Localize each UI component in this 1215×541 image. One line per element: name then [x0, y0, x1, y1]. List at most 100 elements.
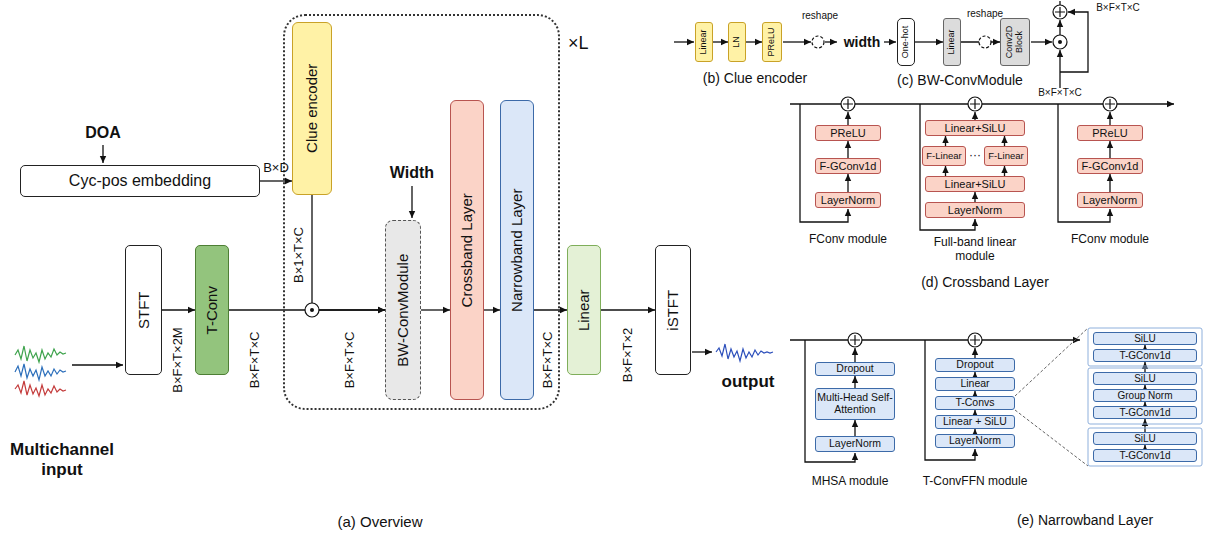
text-label: B×F×T×2M — [171, 327, 186, 392]
box-label: LayerNorm — [821, 194, 875, 206]
box-label: F-GConv1d — [1082, 160, 1139, 172]
layer-box: Linear + SiLU — [935, 415, 1015, 429]
arrow — [674, 41, 694, 42]
arrow — [825, 41, 837, 42]
module-box: BW-ConvModule — [385, 220, 421, 400]
box-label: Linear — [960, 378, 989, 390]
arrow — [783, 41, 811, 42]
connector — [484, 309, 500, 310]
text-label: FConv module — [809, 233, 887, 247]
text-label: (d) Crossband Layer — [921, 274, 1049, 290]
layer-box: LayerNorm — [815, 192, 881, 208]
waveform — [15, 364, 66, 380]
text-label: Full-band linear module — [920, 236, 1030, 264]
box-label: LayerNorm — [948, 204, 1002, 216]
box-label: Linear+SiLU — [945, 178, 1006, 190]
layer-box: Dropout — [815, 362, 895, 376]
box-label: Group Norm — [1117, 390, 1172, 401]
box-label: F-GConv1d — [820, 160, 877, 172]
text-label: reshape — [967, 8, 1003, 20]
text-label: B×F×T×C — [248, 332, 263, 389]
layer-box: LayerNorm — [935, 434, 1015, 448]
box-label: STFT — [135, 248, 152, 372]
box-label: Linear — [699, 25, 709, 59]
layer-box: PReLU — [762, 22, 782, 62]
box-label: LayerNorm — [1083, 194, 1137, 206]
text-label: output — [722, 372, 775, 392]
connector — [713, 41, 728, 42]
arrow — [692, 351, 712, 352]
box-label: T-GConv1d — [1119, 450, 1170, 461]
layer-box: PReLU — [815, 125, 881, 141]
text-label: B×D — [263, 161, 289, 176]
layer-box: F-GConv1d — [1077, 158, 1143, 174]
text-label: (b) Clue encoder — [703, 70, 807, 86]
box-label: Linear + SiLU — [943, 416, 1007, 428]
text-label: FConv module — [1071, 233, 1149, 247]
linear-box: Linear — [567, 245, 601, 375]
connector — [312, 195, 385, 310]
box-label: F-Linear — [988, 151, 1023, 161]
layer-box: Crossband Layer — [450, 100, 484, 400]
group-frame — [1088, 328, 1202, 366]
connector — [162, 309, 195, 310]
waveform — [15, 346, 66, 362]
box-label: Dropout — [836, 363, 873, 375]
layer-box: LayerNorm — [815, 436, 895, 452]
arrow — [974, 112, 975, 120]
arrow — [847, 112, 848, 125]
layer-box: T-GConv1d — [1093, 449, 1197, 462]
arrow — [1059, 50, 1060, 88]
box-label: F-Linear — [926, 151, 961, 161]
connector — [945, 166, 946, 176]
layer-box: T-GConv1d — [1093, 349, 1197, 362]
layer-box: Multi-Head Self-Attention — [815, 388, 895, 420]
box-label: Cyc-pos embedding — [69, 172, 211, 190]
text-label: B×F×T×C — [1038, 87, 1082, 99]
connector — [534, 309, 567, 310]
box-label: LayerNorm — [949, 435, 1001, 447]
layer-box: Group Norm — [1093, 389, 1197, 402]
text-label: B×F×T×2 — [621, 328, 636, 383]
layer-box: Narrowband Layer — [500, 100, 534, 400]
text-label: ··· — [969, 149, 981, 163]
box-label: LN — [732, 25, 742, 59]
box-label: Linear+SiLU — [945, 122, 1006, 134]
arrow — [884, 41, 896, 42]
connector — [1109, 141, 1110, 158]
connector — [1144, 419, 1145, 432]
text-label: B×F×T×C — [1096, 2, 1140, 14]
process-box: iSTFT — [655, 245, 691, 375]
layer-box: SiLU — [1093, 372, 1197, 385]
connector — [974, 192, 975, 202]
text-label: B×F×T×C — [343, 332, 358, 389]
leader-line — [1015, 328, 1088, 466]
arrow — [1059, 20, 1060, 35]
arrow — [854, 348, 855, 362]
layer-box: Linear — [935, 377, 1015, 391]
box-label: LayerNorm — [829, 438, 881, 450]
layer-box: F-GConv1d — [815, 158, 881, 174]
multiply-dot — [1058, 40, 1062, 44]
text-label: (e) Narrowband Layer — [1017, 512, 1153, 528]
arrow — [974, 348, 975, 358]
box-label: Multi-Head Self-Attention — [817, 392, 893, 415]
layer-box: T-GConv1d — [1093, 406, 1197, 419]
connector — [1144, 362, 1145, 372]
arrow — [411, 186, 412, 218]
layer-box: T-Convs — [935, 396, 1015, 410]
arrow — [1031, 41, 1052, 42]
connector — [854, 420, 855, 436]
text-label: T-ConvFFN module — [923, 475, 1028, 489]
layer-box: PReLU — [1077, 125, 1143, 141]
layer-box: F-Linear — [984, 146, 1028, 166]
box-label: iSTFT — [665, 248, 682, 372]
multiply-symbol — [305, 303, 319, 317]
box-label: Conv2D Block — [1005, 21, 1025, 63]
waveform — [15, 381, 66, 396]
box-label: T-GConv1d — [1119, 407, 1170, 418]
connector — [421, 309, 450, 310]
add-cross — [843, 7, 1115, 345]
text-label: width — [844, 34, 881, 50]
